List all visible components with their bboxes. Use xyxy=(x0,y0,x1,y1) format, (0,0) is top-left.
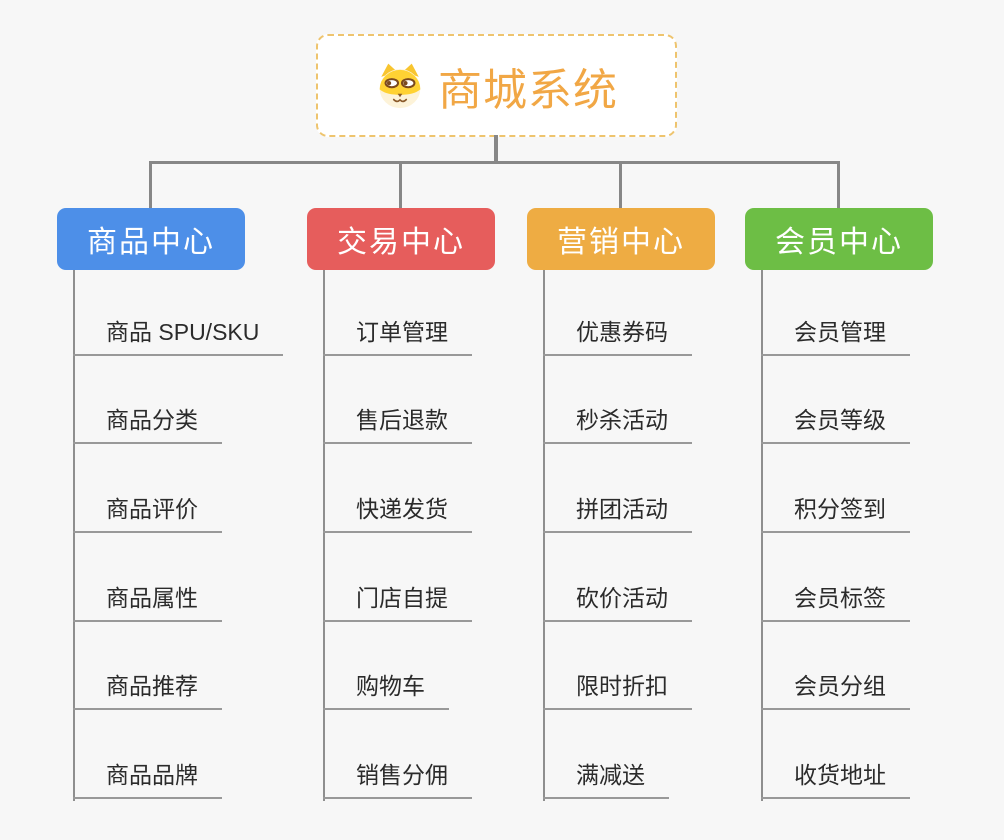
branch-header-member-center[interactable]: 会员中心 xyxy=(745,208,933,270)
connector-horizontal-bar xyxy=(149,161,840,164)
root-node[interactable]: 商城系统 xyxy=(316,34,677,137)
leaf-node[interactable]: 会员分组 xyxy=(761,664,910,710)
connector-root-stub xyxy=(494,135,498,162)
connector-drop-2 xyxy=(399,161,402,208)
leaf-node[interactable]: 销售分佣 xyxy=(323,753,472,799)
leaf-node[interactable]: 满减送 xyxy=(543,753,669,799)
branch-header-trade-center[interactable]: 交易中心 xyxy=(307,208,495,270)
leaf-node[interactable]: 商品品牌 xyxy=(73,753,222,799)
leaf-node[interactable]: 拼团活动 xyxy=(543,487,692,533)
branch-trunk-line xyxy=(323,270,325,801)
leaf-node[interactable]: 快递发货 xyxy=(323,487,472,533)
leaf-node[interactable]: 商品推荐 xyxy=(73,664,222,710)
leaf-node[interactable]: 收货地址 xyxy=(761,753,910,799)
connector-drop-4 xyxy=(837,161,840,208)
shiba-dog-icon xyxy=(375,62,425,109)
leaf-node[interactable]: 订单管理 xyxy=(323,310,472,356)
branch-header-marketing-center[interactable]: 营销中心 xyxy=(527,208,715,270)
leaf-node[interactable]: 购物车 xyxy=(323,664,449,710)
leaf-node[interactable]: 限时折扣 xyxy=(543,664,692,710)
leaf-node[interactable]: 秒杀活动 xyxy=(543,398,692,444)
leaf-node[interactable]: 会员管理 xyxy=(761,310,910,356)
root-title: 商城系统 xyxy=(438,65,618,115)
branch-trunk-line xyxy=(543,270,545,801)
leaf-node[interactable]: 会员等级 xyxy=(761,398,910,444)
connector-drop-1 xyxy=(149,161,152,208)
leaf-node[interactable]: 售后退款 xyxy=(323,398,472,444)
leaf-node[interactable]: 会员标签 xyxy=(761,576,910,622)
branch-header-product-center[interactable]: 商品中心 xyxy=(57,208,245,270)
leaf-node[interactable]: 积分签到 xyxy=(761,487,910,533)
leaf-node[interactable]: 砍价活动 xyxy=(543,576,692,622)
branch-trunk-line xyxy=(73,270,75,801)
leaf-node[interactable]: 门店自提 xyxy=(323,576,472,622)
leaf-node[interactable]: 商品属性 xyxy=(73,576,222,622)
leaf-node[interactable]: 商品评价 xyxy=(73,487,222,533)
leaf-node[interactable]: 商品 SPU/SKU xyxy=(73,310,284,356)
connector-drop-3 xyxy=(619,161,622,208)
leaf-node[interactable]: 优惠券码 xyxy=(543,310,692,356)
leaf-node[interactable]: 商品分类 xyxy=(73,398,222,444)
branch-trunk-line xyxy=(761,270,763,801)
